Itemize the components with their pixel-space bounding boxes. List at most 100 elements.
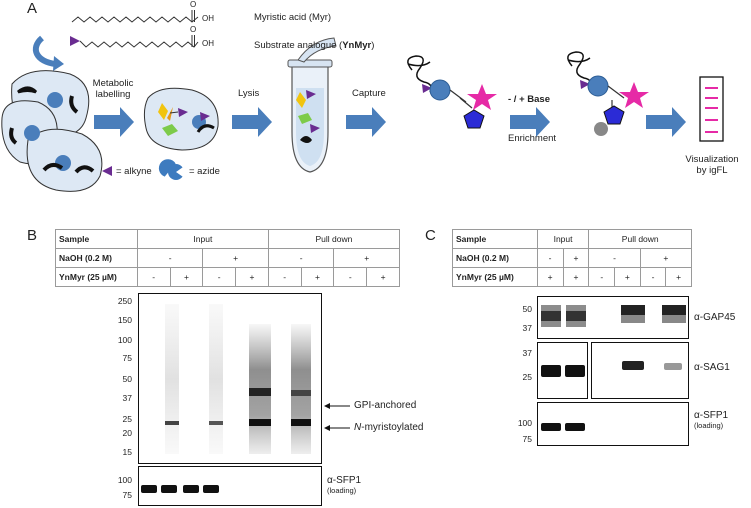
sag1-blot-input [537, 342, 588, 399]
alkyne-triangle-analogue [70, 36, 80, 46]
panel-b-table-cell-1-0: - [136, 248, 204, 268]
step-visualization-line-2: by igFL [696, 165, 728, 176]
analogue-suffix: ) [371, 40, 375, 51]
panel-b-table-cell-2-6: - [333, 267, 368, 287]
panel-c-table-cell-2-3: + [614, 267, 641, 287]
panel-b-letter: B [27, 227, 38, 244]
step-visualization-line-1: Visualization [685, 154, 739, 165]
uptake-curved-arrow [32, 35, 57, 67]
legend-alkyne-label: = alkyne [116, 166, 152, 177]
panel-c-table-row-2: YnMyr (25 µM)++-+-+ [452, 267, 692, 287]
tag-star-2 [619, 82, 649, 108]
panel-b-load-mw-0: 100 [117, 475, 132, 485]
n-suffix: -myristoylated [361, 422, 424, 433]
analogue-bold: YnMyr [342, 40, 372, 51]
myristic-acid-chain [71, 16, 199, 23]
panel-b-mw-1: 150 [117, 315, 132, 325]
panel-b-mw-3: 75 [122, 353, 132, 363]
oh-label-1: OH [202, 14, 214, 23]
panel-c-table-cell-0-0: Input [536, 229, 590, 249]
pentagon-2 [603, 105, 625, 125]
panel-c-table-cell-2-4: - [639, 267, 667, 287]
panel-b-mw-4: 50 [122, 374, 132, 384]
panel-c-letter: C [425, 227, 436, 244]
process-arrow-2 [232, 107, 272, 137]
panel-c-table-row-1: NaOH (0.2 M)-+-+ [452, 248, 693, 268]
panel-b-sfp1-note: (loading) [327, 486, 357, 495]
sfp1-c-lanes [541, 423, 585, 431]
panel-b-mw-2: 100 [117, 335, 132, 345]
n-italic: N [354, 422, 362, 433]
panel-b-table-row-label-1: NaOH (0.2 M) [55, 248, 138, 268]
step-capture-label: Capture [352, 88, 386, 99]
gap45-antibody-label: α-GAP45 [694, 312, 736, 323]
parasite-cells [1, 70, 103, 192]
step-enrichment-label: Enrichment [508, 133, 557, 144]
panel-b-mw-7: 20 [122, 428, 132, 438]
panel-b-table-cell-1-1: + [202, 248, 269, 268]
process-arrow-3 [346, 107, 386, 137]
panel-b-table-cell-2-3: + [235, 267, 269, 287]
panel-c-mw-4: 100 [517, 418, 532, 428]
panel-c-table-cell-1-1: + [562, 248, 590, 268]
lysate-tube [287, 37, 337, 173]
panel-a-letter: A [27, 0, 38, 17]
step-metabolic-line-1: Metabolic [92, 78, 134, 89]
step-metabolic-label: Metabolic labelling [90, 78, 136, 100]
panel-c-mw-2: 37 [522, 348, 532, 358]
labelled-cell [143, 87, 219, 151]
legend-azide-label: = azide [189, 166, 220, 177]
step-visualization-label: Visualization by igFL [680, 154, 744, 176]
n-myristoylated-label: N-myristoylated [354, 422, 423, 433]
panel-b-table-row-2: YnMyr (25 µM)-+-+-+-+ [55, 267, 400, 287]
panel-b-table-row-1: NaOH (0.2 M)-+-+ [55, 248, 400, 268]
gel-icon [699, 76, 724, 142]
pentagon-1 [463, 109, 485, 129]
panel-b-mw-6: 25 [122, 414, 132, 424]
panel-c-table-row-label-1: NaOH (0.2 M) [452, 248, 538, 268]
panel-b-gel-lanes [165, 304, 311, 454]
bead [594, 122, 608, 136]
ynmyr-chain [79, 40, 199, 48]
panel-c-table-row-label-0: Sample [452, 229, 538, 249]
oh-label-2: OH [202, 39, 214, 48]
panel-b-table-row-label-0: Sample [55, 229, 138, 249]
legend-alkyne-icon [102, 166, 112, 176]
sag1-pulldown-lanes [622, 361, 682, 370]
sfp1-blot-c [537, 402, 689, 446]
enriched-protein [567, 51, 649, 136]
panel-c-table-cell-2-0: + [536, 267, 564, 287]
sfp1-c-antibody-label: α-SFP1 (loading) [694, 410, 728, 430]
panel-c-table-cell-2-1: + [562, 267, 590, 287]
panel-c-mw-0: 50 [522, 304, 532, 314]
sag1-blot-pulldown [591, 342, 689, 399]
panel-b-table-row-label-2: YnMyr (25 µM) [55, 267, 138, 287]
sag1-input-lanes [541, 365, 585, 377]
panel-b-table-cell-1-2: - [267, 248, 335, 268]
panel-b-loading-lanes [141, 485, 219, 493]
panel-b-mw-0: 250 [117, 296, 132, 306]
panel-b-mw-5: 37 [122, 393, 132, 403]
panel-c-table-cell-1-2: - [588, 248, 641, 268]
step-base-label: - / + Base [508, 94, 550, 105]
panel-b-table-cell-2-4: - [267, 267, 302, 287]
panel-b-sfp1-antibody: α-SFP1 [327, 475, 362, 486]
gap45-blot [537, 296, 689, 339]
legend-azide-icon [158, 159, 176, 177]
process-arrow-1 [94, 107, 134, 137]
step-lysis-label: Lysis [238, 88, 260, 99]
panel-b-table-cell-2-5: + [300, 267, 335, 287]
panel-a-schematic [1, 10, 724, 192]
tag-star-1 [467, 84, 497, 110]
panel-b-load-mw-1: 75 [122, 490, 132, 500]
panel-b-sfp1-label: α-SFP1 (loading) [327, 475, 361, 495]
panel-b-table-cell-0-1: Pull down [267, 229, 401, 249]
panel-c-table-cell-2-2: - [588, 267, 616, 287]
gpi-anchored-label: GPI-anchored [354, 400, 417, 411]
sag1-antibody-label: α-SAG1 [694, 362, 730, 373]
panel-b-table-cell-2-7: + [366, 267, 400, 287]
substrate-analogue-label: Substrate analogue (YnMyr) [254, 40, 374, 51]
